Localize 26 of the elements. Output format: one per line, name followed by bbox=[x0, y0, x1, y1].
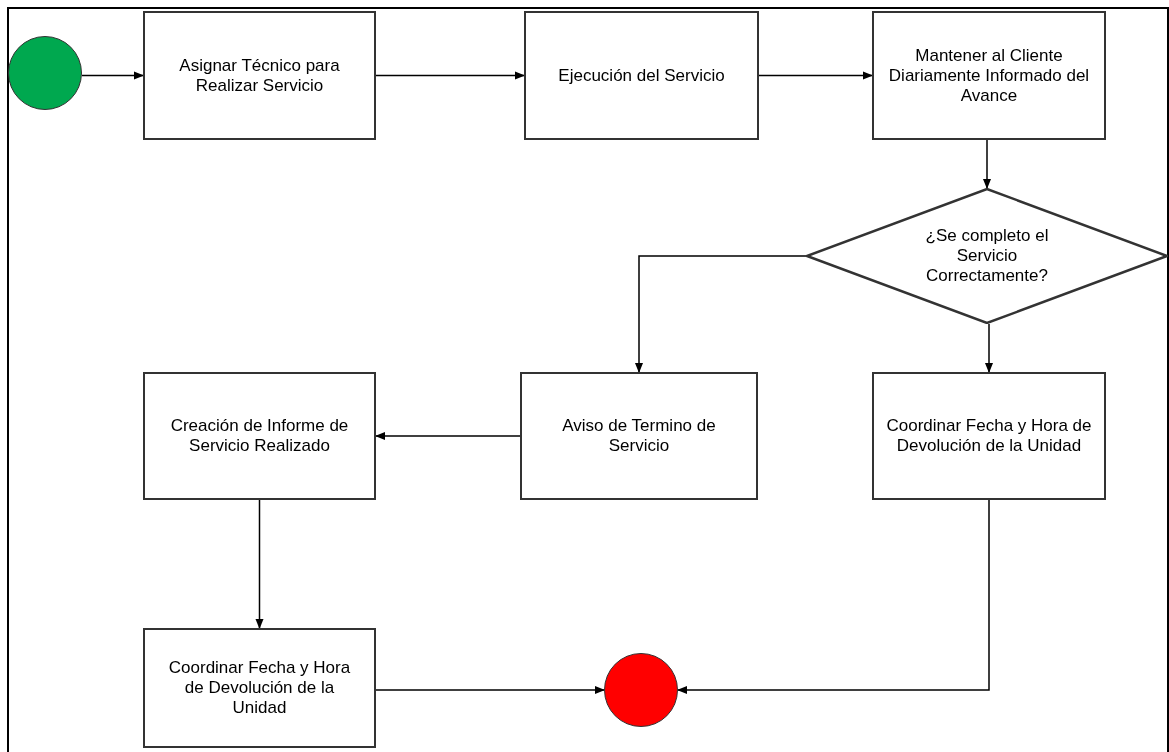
node-label: Coordinar Fecha y Hora de Devolución de la Unidad bbox=[886, 416, 1092, 456]
node-label: Aviso de Termino de Servicio bbox=[561, 416, 717, 456]
arrow bbox=[985, 323, 993, 373]
arrow bbox=[635, 255, 807, 373]
node-label: ¿Se completo el Servicio Correctamente? bbox=[924, 226, 1050, 286]
arrow bbox=[375, 432, 521, 440]
arrow bbox=[255, 499, 264, 629]
arrow bbox=[677, 499, 990, 694]
arrow bbox=[375, 686, 605, 694]
node-label: Asignar Técnico para Realizar Servicio bbox=[178, 55, 341, 96]
process-box bbox=[143, 372, 376, 500]
node-label: Creación de Informe de Servicio Realizado bbox=[169, 416, 350, 456]
node-label: Mantener al Cliente Diariamente Informado del Avance bbox=[887, 45, 1091, 106]
arrow bbox=[983, 139, 991, 189]
node-label: Ejecución del Servicio bbox=[558, 65, 725, 86]
node-label: Coordinar Fecha y Hora de Devolución de la Unidad bbox=[167, 658, 352, 718]
process-box bbox=[520, 372, 758, 500]
process-box bbox=[524, 11, 759, 140]
process-box bbox=[872, 11, 1106, 140]
process-box bbox=[143, 628, 376, 748]
decision-diamond bbox=[806, 188, 1168, 324]
process-box bbox=[143, 11, 376, 140]
process-box bbox=[872, 372, 1106, 500]
arrow bbox=[375, 71, 525, 80]
arrow bbox=[81, 71, 144, 80]
arrow bbox=[758, 71, 873, 80]
